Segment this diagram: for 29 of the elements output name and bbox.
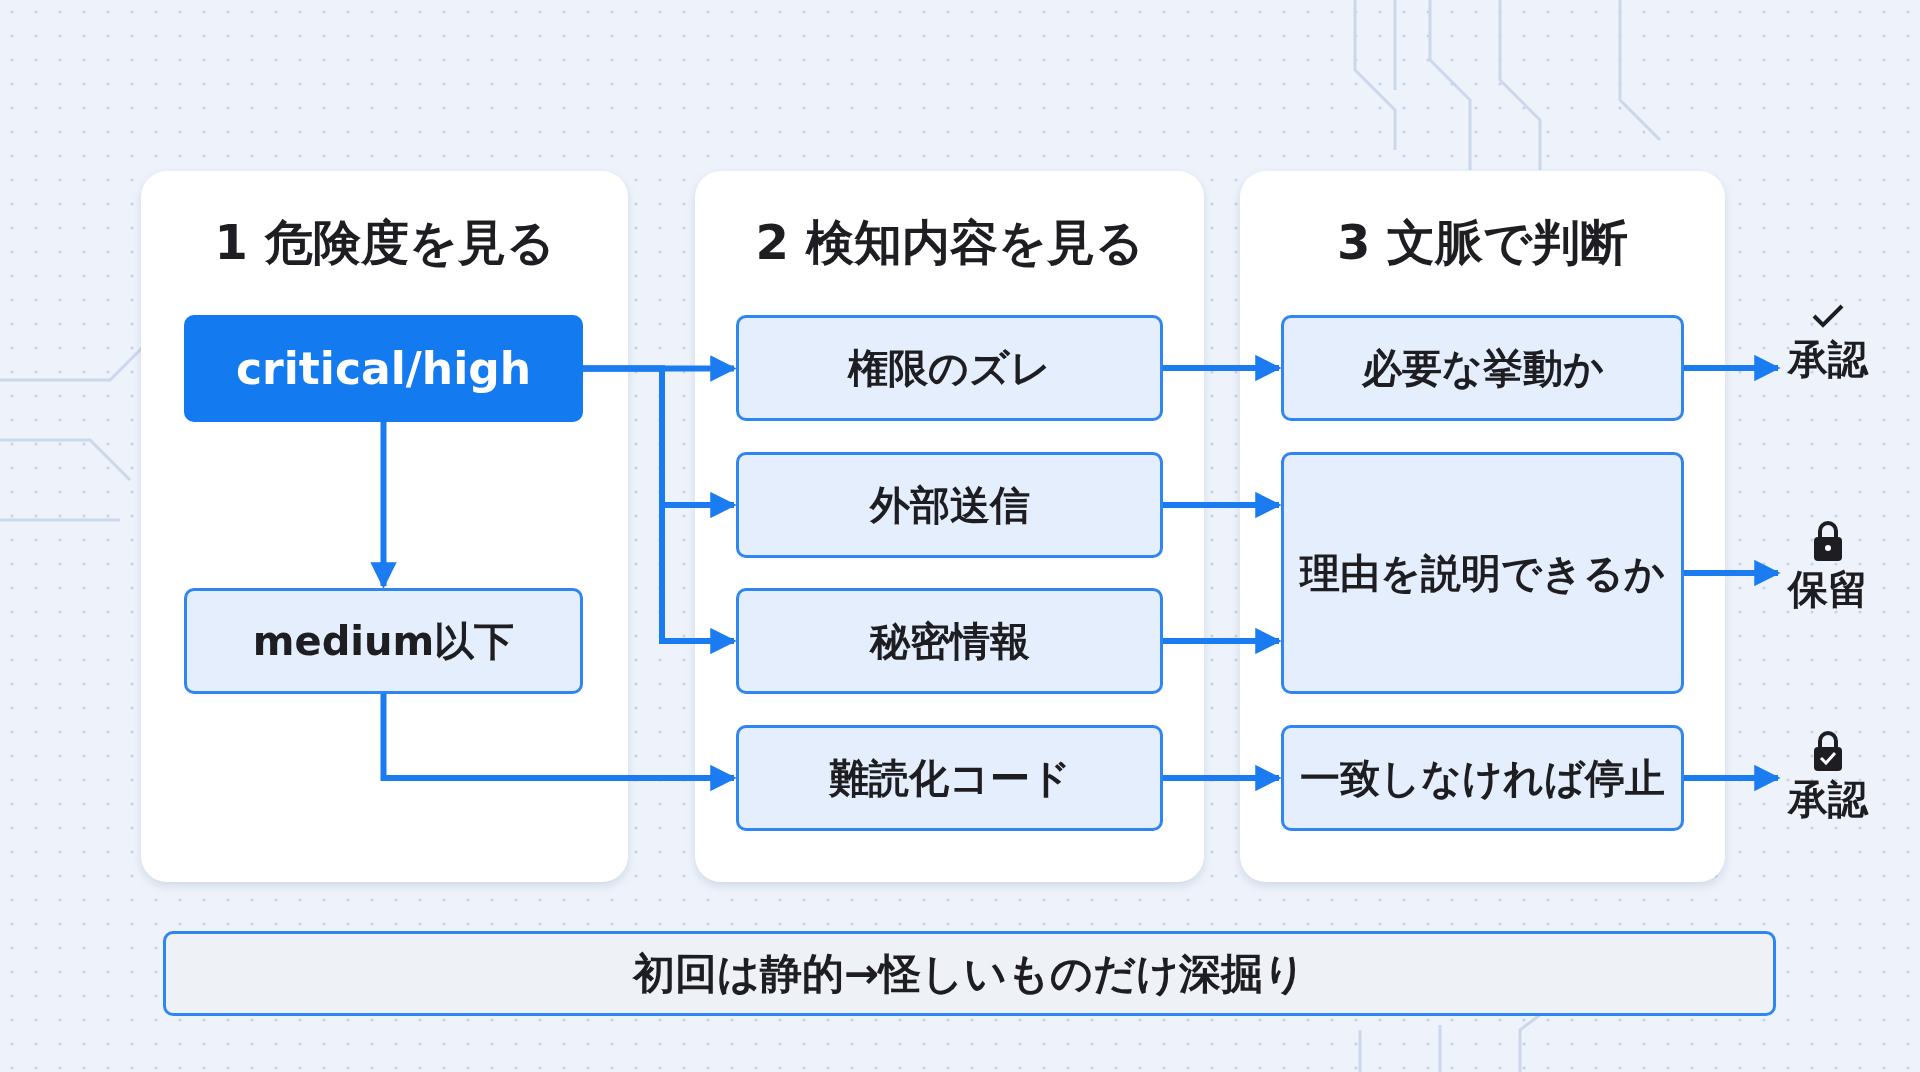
process-box: medium以下	[184, 588, 583, 694]
process-box: 難読化コード	[736, 725, 1163, 831]
arrow	[1163, 354, 1282, 382]
outcome-label: 承認	[1787, 775, 1868, 824]
panel-heading: 2 検知内容を見る	[754, 213, 1145, 272]
process-box: 秘密情報	[736, 588, 1163, 694]
process-box: 理由を説明できるか	[1281, 452, 1684, 694]
stage-panel	[695, 171, 1204, 882]
process-box: 必要な挙動か	[1281, 315, 1684, 421]
severity-box: critical/high	[184, 315, 583, 422]
process-box: 外部送信	[736, 452, 1163, 558]
arrow	[1684, 764, 1781, 792]
arrow	[583, 365, 737, 655]
process-box: 一致しなければ停止	[1281, 725, 1684, 831]
arrow	[1163, 764, 1282, 792]
arrow	[1684, 354, 1781, 382]
outcome-label: 保留	[1787, 565, 1868, 614]
summary-banner: 初回は静的→怪しいものだけ深掘り	[163, 931, 1776, 1016]
arrow	[380, 694, 737, 792]
arrow	[1163, 627, 1282, 655]
outcome-label: 承認	[1787, 335, 1868, 384]
arrow	[370, 422, 397, 589]
stage-panel	[141, 171, 628, 882]
stage-panel	[1240, 171, 1725, 882]
arrow	[1163, 491, 1282, 519]
panel-heading: 3 文脈で判断	[1335, 213, 1630, 272]
arrow	[1684, 559, 1781, 587]
process-box: 権限のズレ	[736, 315, 1163, 421]
panel-heading: 1 危険度を見る	[213, 213, 556, 272]
